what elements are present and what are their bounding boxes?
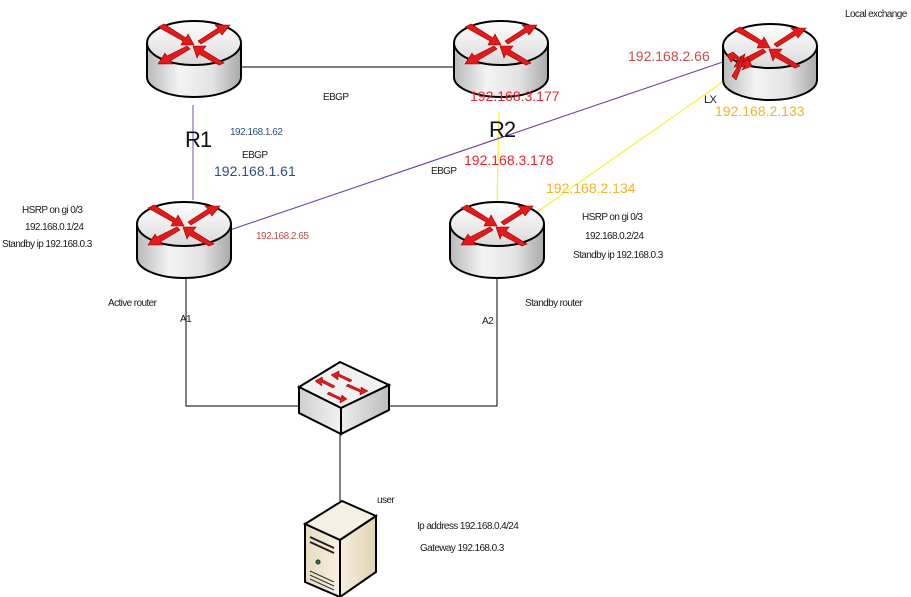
- ip-r1-a1-top: 192.168.1.62: [230, 127, 283, 138]
- a2-caption: Standby router: [525, 298, 583, 309]
- ip-lx-a2: 192.168.2.133: [715, 103, 805, 119]
- link-a2-lx: [496, 57, 758, 241]
- link-a2-switch: [384, 240, 498, 407]
- ip-r2-top: 192.168.3.177: [470, 88, 560, 104]
- router-lx-icon[interactable]: [722, 23, 818, 101]
- router-r1-icon[interactable]: [146, 20, 242, 98]
- lx-caption: Local exchange: [845, 9, 907, 20]
- user-server-icon[interactable]: [302, 499, 379, 597]
- router-a2-icon[interactable]: [449, 201, 545, 279]
- ebgp-label-r1-r2: EBGP: [323, 92, 349, 103]
- a1-note-hsrp: HSRP on gi 0/3: [22, 205, 83, 216]
- user-label: user: [377, 495, 395, 506]
- link-a1-switch: [185, 240, 300, 407]
- lx-label: LX: [704, 94, 717, 106]
- a2-note-hsrp: HSRP on gi 0/3: [582, 212, 643, 223]
- a1-caption: Active router: [108, 298, 157, 309]
- lx-port-marker-icon: [726, 51, 753, 81]
- router-a1-icon[interactable]: [136, 201, 232, 279]
- a1-note-ip: 192.168.0.1/24: [25, 222, 84, 233]
- a2-note-standby: Standby ip 192.168.0.3: [573, 250, 663, 261]
- a2-label: A2: [482, 316, 494, 327]
- ip-a1-lx: 192.168.2.65: [256, 231, 309, 242]
- user-note-ip: Ip address 192.168.0.4/24: [417, 521, 519, 532]
- router-r2-icon[interactable]: [453, 20, 549, 98]
- ebgp-label-a1-lx: EBGP: [431, 166, 457, 177]
- a1-note-standby: Standby ip 192.168.0.3: [2, 239, 92, 250]
- r2-label: R2: [489, 117, 516, 142]
- link-r2-a2: [496, 111, 500, 206]
- switch-icon[interactable]: [296, 360, 392, 436]
- user-note-gateway: Gateway 192.168.0.3: [420, 543, 504, 554]
- ebgp-label-r1-a1: EBGP: [242, 150, 268, 161]
- a2-note-ip: 192.168.0.2/24: [585, 231, 644, 242]
- r1-label: R1: [185, 127, 212, 152]
- links: [185, 51, 758, 545]
- link-a1-lx: [185, 51, 753, 246]
- ip-r2-bottom: 192.168.3.178: [464, 152, 554, 168]
- ip-lx-a1: 192.168.2.66: [628, 48, 710, 64]
- a1-label: A1: [180, 314, 192, 325]
- ip-r1-a1-bottom: 192.168.1.61: [214, 163, 296, 179]
- ip-a2-lx: 192.168.2.134: [546, 180, 636, 196]
